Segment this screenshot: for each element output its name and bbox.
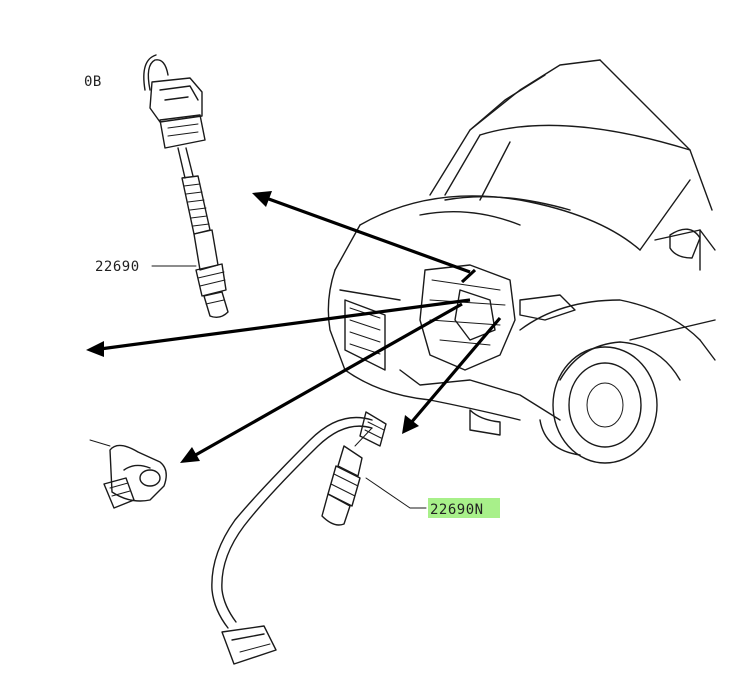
- vehicle-illustration: [327, 59, 716, 464]
- callout-upper-sensor: 22690: [95, 259, 140, 275]
- lower-oxygen-sensor: [211, 411, 427, 665]
- arrowhead-upper-sensor: [252, 191, 272, 207]
- callout-lower-sensor: 22690N: [430, 502, 484, 518]
- pointer-arrows: [86, 191, 502, 463]
- callout-highlight: [428, 498, 500, 518]
- arrow-to-upper-sensor: [265, 196, 471, 274]
- upper-oxygen-sensor: [143, 54, 229, 319]
- arrow-from-hood: [460, 268, 477, 284]
- arrowhead-lower-sensor: [402, 415, 419, 434]
- corner-ref-label: 0B: [84, 74, 102, 90]
- arrow-to-lower-sensor: [408, 316, 502, 426]
- arrow-to-left: [99, 298, 471, 351]
- arrowhead-knock-sensor: [180, 447, 200, 463]
- arrow-to-knock-sensor: [191, 302, 463, 459]
- arrowhead-left: [86, 341, 104, 357]
- knock-sensor: [89, 439, 167, 509]
